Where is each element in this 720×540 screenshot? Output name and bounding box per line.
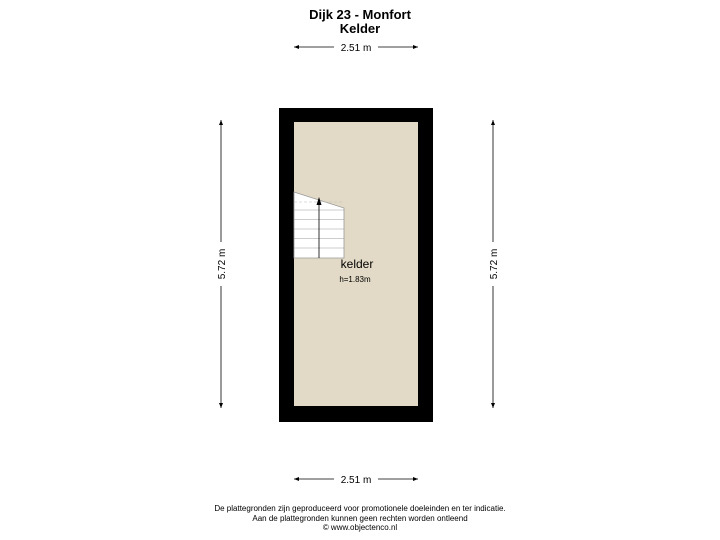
- dimension-top-label: 2.51 m: [341, 43, 372, 54]
- dimension-right-label: 5.72 m: [489, 249, 500, 280]
- dimension-bottom-label: 2.51 m: [341, 475, 372, 486]
- copyright-line: © www.objectenco.nl: [322, 523, 398, 532]
- dimension-bottom: 2.51 m: [294, 473, 418, 486]
- room-name-label: kelder: [341, 257, 374, 271]
- disclaimer-line-1: De plattegronden zijn geproduceerd voor …: [214, 504, 506, 513]
- stair-direction-arrow-icon: [316, 197, 322, 205]
- dimension-right: 5.72 m: [487, 120, 500, 408]
- disclaimer-line-2: Aan de plattegronden kunnen geen rechten…: [252, 513, 468, 523]
- room-floor: [294, 122, 418, 406]
- dimension-left-label: 5.72 m: [217, 249, 228, 280]
- staircase: [293, 191, 345, 259]
- plan-floor-title: Kelder: [339, 21, 381, 36]
- dimension-top: 2.51 m: [294, 41, 418, 54]
- room-height-label: h=1.83m: [339, 275, 371, 284]
- dimension-left: 5.72 m: [215, 120, 228, 408]
- plan-address-title: Dijk 23 - Monfort: [309, 7, 411, 22]
